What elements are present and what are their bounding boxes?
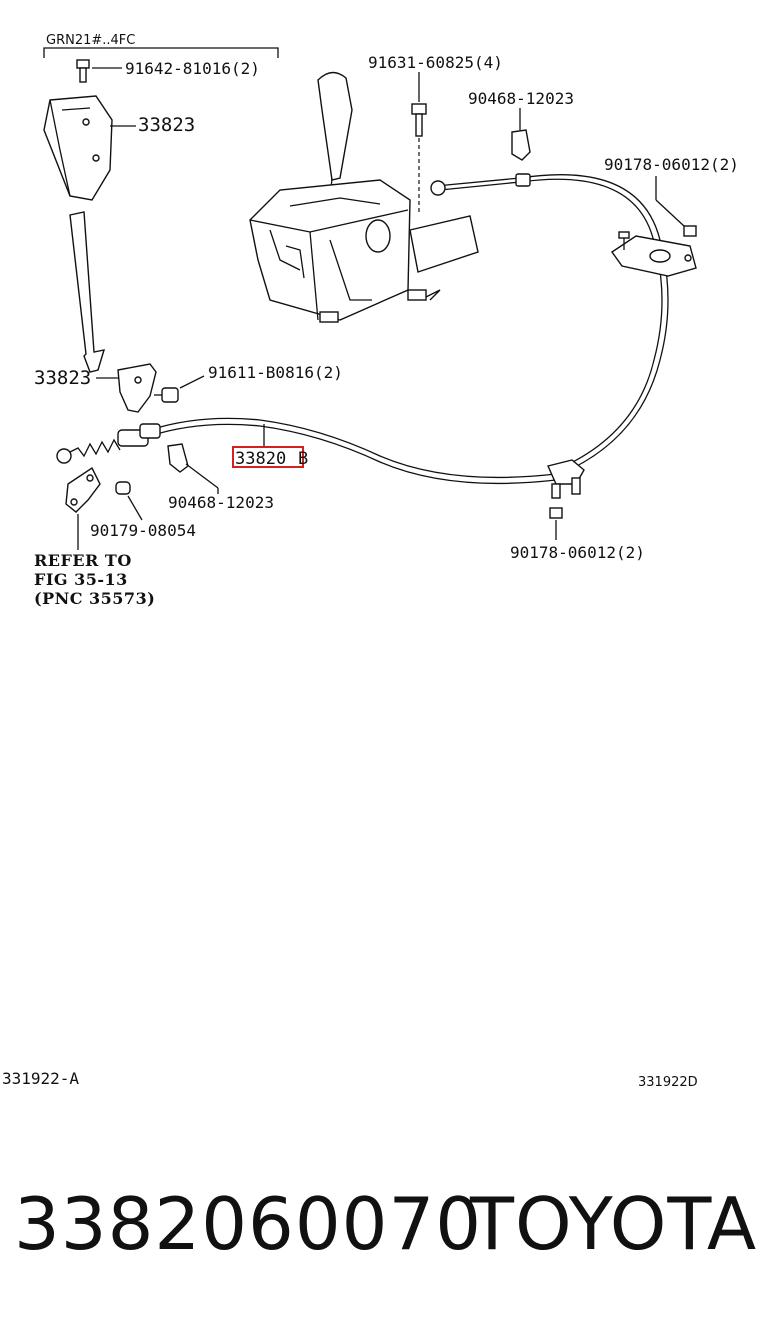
label-nut-right-lower: 90178-06012(2) xyxy=(510,543,645,562)
leader-nut-lower-left xyxy=(127,495,143,521)
refer-note-line2: FIG 35-13 xyxy=(34,570,128,589)
label-bolt-bracket: 91611-B0816(2) xyxy=(208,363,343,382)
bracket-lower-icon xyxy=(117,363,157,413)
label-nut-lower-left: 90179-08054 xyxy=(90,521,196,540)
label-bracket-lower: 33823 xyxy=(34,367,91,389)
footer-brand: TOYOTA xyxy=(470,1182,758,1266)
footer-part-number: 3382060070 xyxy=(14,1182,483,1266)
refer-note-line3: (PNC 35573) xyxy=(34,589,155,608)
bolt-shifter-icon xyxy=(411,103,427,137)
cable-bracket-plate-icon xyxy=(611,231,697,277)
bolt-bracket-icon xyxy=(154,387,179,403)
refer-bracket-icon xyxy=(65,466,101,513)
label-bolt-top-left: 91642-81016(2) xyxy=(125,59,260,78)
clip-lower-icon xyxy=(167,443,189,473)
shifter-assembly-icon xyxy=(249,71,479,323)
figure-code-right: 331922D xyxy=(638,1075,698,1090)
model-code-label: GRN21#..4FC xyxy=(46,33,135,48)
leader-clip-lower-a xyxy=(185,463,219,489)
model-code-bracket xyxy=(43,47,279,58)
leader-bolt-bracket xyxy=(179,375,205,389)
label-nut-right-upper: 90178-06012(2) xyxy=(604,155,739,174)
cable-collar-icon xyxy=(515,173,531,187)
cable-lower-run xyxy=(149,417,557,479)
cable-end-shifter-icon xyxy=(430,180,446,196)
nut-right-lower-icon xyxy=(549,507,563,519)
bracket-upper-icon xyxy=(43,95,113,201)
nut-right-upper-icon xyxy=(683,225,697,237)
bolt-top-left-icon xyxy=(76,59,90,83)
figure-code-left: 331922-A xyxy=(2,1069,79,1088)
arrow-down-icon xyxy=(69,211,106,373)
cable-upper-run xyxy=(435,174,669,475)
nut-lower-left-icon xyxy=(115,481,131,495)
label-bolt-shifter: 91631-60825(4) xyxy=(368,53,503,72)
leader-nut-right-upper-b xyxy=(655,199,685,227)
label-clip-lower: 90468-12023 xyxy=(168,493,274,512)
cable-lower-run-inner xyxy=(149,423,557,485)
clip-upper-icon xyxy=(511,129,531,161)
highlight-box xyxy=(232,446,304,468)
label-cable-highlight: 33820 xyxy=(235,449,286,469)
label-bracket-upper: 33823 xyxy=(138,114,195,136)
cable-clamp-lower-icon xyxy=(547,459,585,499)
label-cable-suffix: B xyxy=(298,449,308,469)
refer-note-line1: REFER TO xyxy=(34,551,132,570)
cable-end-left-icon xyxy=(56,423,161,464)
label-clip-upper: 90468-12023 xyxy=(468,89,574,108)
cable-upper-run-inner xyxy=(439,178,663,471)
